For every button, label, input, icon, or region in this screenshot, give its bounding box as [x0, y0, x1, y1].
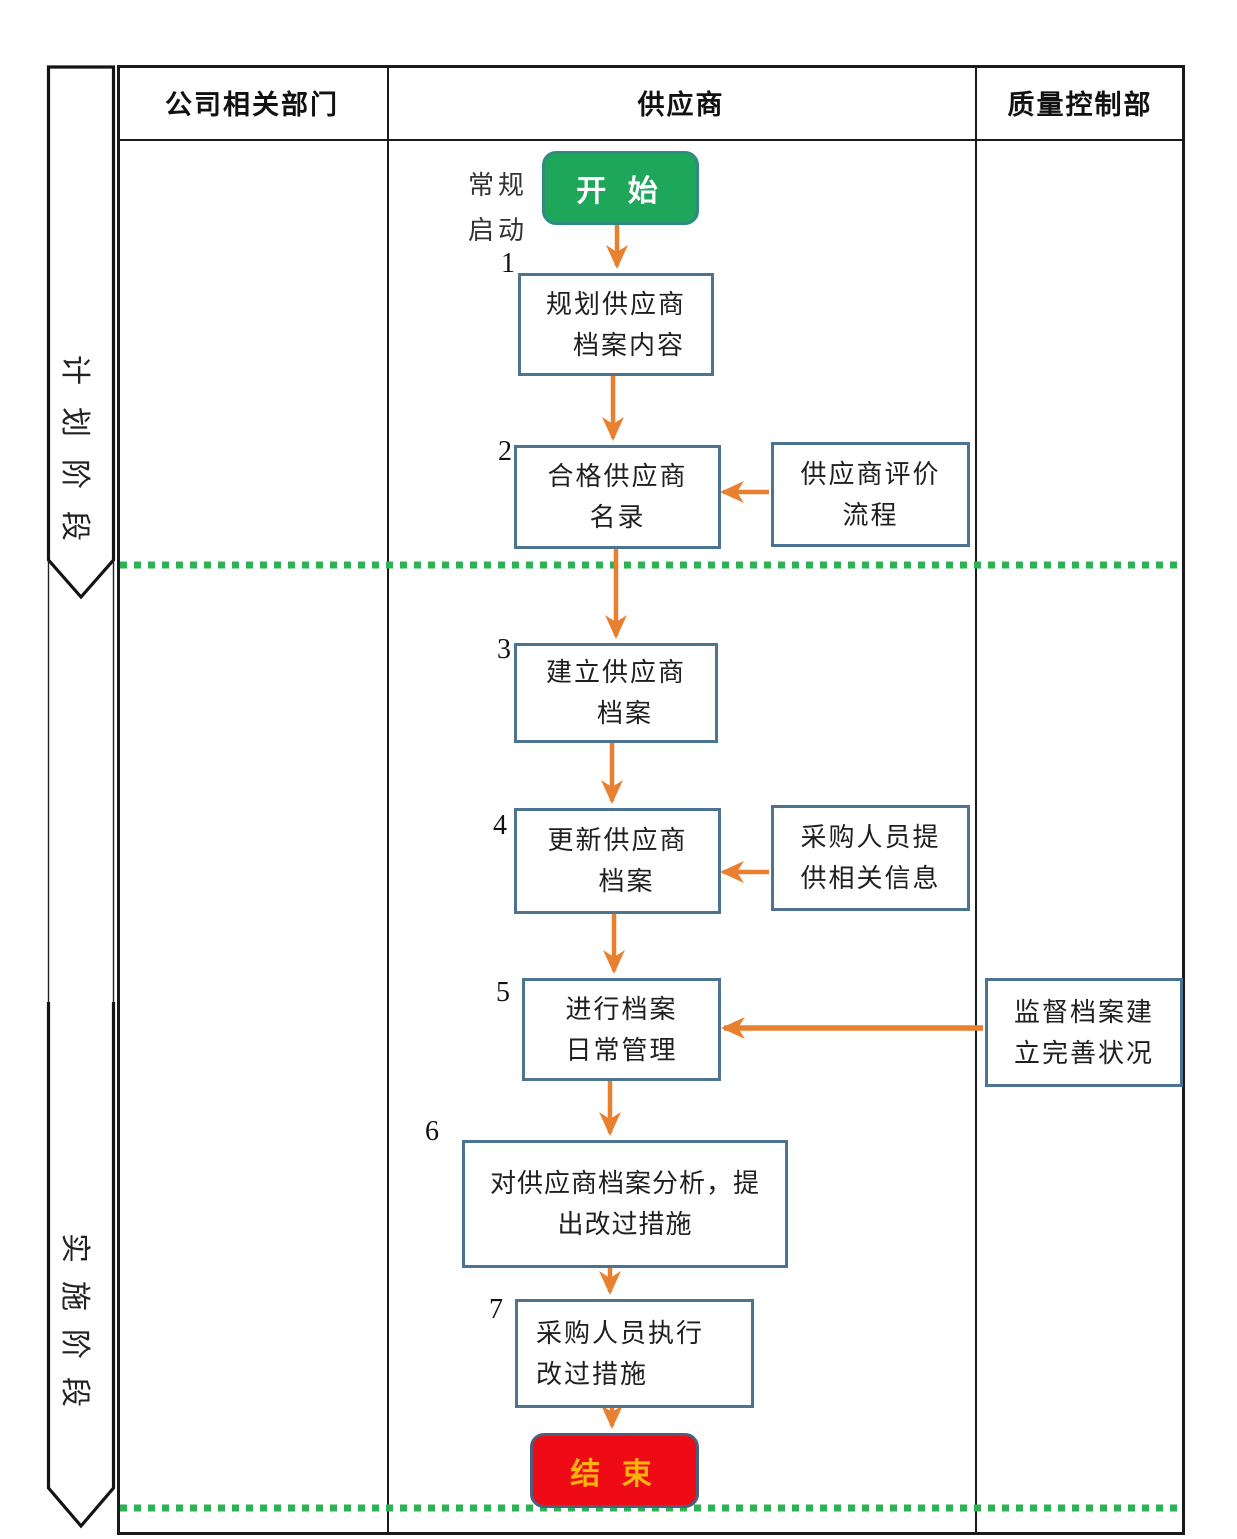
step-box-3: 建立供应商 档案: [514, 643, 718, 743]
step-number-3: 3: [497, 634, 511, 665]
phase-char: 段: [58, 1377, 91, 1407]
step-line: 日常管理: [565, 1035, 678, 1065]
side-note-line: 供相关信息: [800, 864, 941, 893]
step-line: 建立供应商: [545, 658, 686, 687]
lane-divider-1: [387, 65, 389, 1535]
step-line: 出改过措施: [557, 1210, 693, 1239]
swimlane-table-border: [117, 65, 1185, 1535]
step-box-5: 进行档案 日常管理: [522, 978, 721, 1081]
lane-header-label: 质量控制部: [1007, 89, 1153, 120]
phase-char: 阶: [58, 1329, 91, 1359]
lane-divider-2: [975, 65, 977, 1535]
side-note-purchaser-info: 采购人员提 供相关信息: [771, 805, 970, 911]
lane-header-supplier: 供应商: [387, 65, 975, 139]
annotation-line: 常规: [467, 171, 528, 200]
step-line: 档案内容: [572, 330, 685, 360]
start-label: 开 始: [576, 175, 665, 208]
step-number-5: 5: [496, 977, 510, 1008]
step-box-7: 采购人员执行 改过措施: [515, 1299, 754, 1408]
side-note-supervision: 监督档案建 立完善状况: [985, 978, 1183, 1087]
step-line: 档案: [596, 699, 653, 728]
step-number-4: 4: [493, 810, 507, 841]
side-note-line: 供应商评价: [800, 459, 941, 489]
side-note-supplier-evaluation: 供应商评价 流程: [771, 442, 970, 547]
step-number-6: 6: [425, 1116, 439, 1147]
step-box-1: 规划供应商 档案内容: [518, 273, 714, 376]
step-line: 更新供应商: [547, 826, 688, 855]
phase-char: 实: [58, 1233, 91, 1263]
step-line: 名录: [589, 503, 646, 532]
step-line: 规划供应商: [545, 289, 686, 319]
lane-header-company-depts: 公司相关部门: [117, 65, 387, 139]
step-box-6: 对供应商档案分析，提 出改过措施: [462, 1140, 788, 1268]
step-number-2: 2: [498, 436, 512, 467]
lane-header-quality-control: 质量控制部: [975, 65, 1185, 139]
step-line: 档案: [598, 867, 655, 896]
step-line: 进行档案: [565, 994, 678, 1024]
side-note-line: 监督档案建: [1013, 997, 1154, 1027]
step-box-2: 合格供应商 名录: [514, 445, 721, 549]
step-number-1: 1: [501, 248, 515, 279]
lane-header-label: 公司相关部门: [165, 89, 339, 120]
phase-banner-implementation-shape: [46, 1002, 116, 1529]
phase-char: 阶: [58, 459, 91, 489]
phase-char: 划: [58, 407, 91, 437]
side-note-line: 采购人员提: [800, 823, 941, 852]
phase-char: 施: [58, 1281, 91, 1311]
step-line: 合格供应商: [547, 462, 688, 491]
step-line: 改过措施: [536, 1359, 649, 1389]
step-number-7: 7: [489, 1294, 503, 1325]
header-divider-line: [117, 139, 1185, 141]
step-line: 采购人员执行: [536, 1318, 705, 1348]
end-terminal: 结 束: [530, 1433, 699, 1508]
annotation-line: 启动: [467, 216, 528, 245]
annotation-normal-start: 常规 启动: [458, 163, 538, 253]
phase-char: 计: [58, 355, 91, 385]
step-box-4: 更新供应商 档案: [514, 808, 721, 914]
end-label: 结 束: [570, 1457, 659, 1491]
side-note-line: 立完善状况: [1013, 1038, 1154, 1068]
phase-banner-planning-shape: [46, 65, 116, 600]
phase-banner-connector-lines: [47, 560, 115, 1002]
start-terminal: 开 始: [542, 151, 699, 225]
phase-char: 段: [58, 511, 91, 541]
lane-header-label: 供应商: [637, 89, 725, 120]
side-note-line: 流程: [842, 500, 899, 530]
step-line: 对供应商档案分析，提: [489, 1169, 760, 1198]
flow-arrows: [599, 221, 983, 1429]
